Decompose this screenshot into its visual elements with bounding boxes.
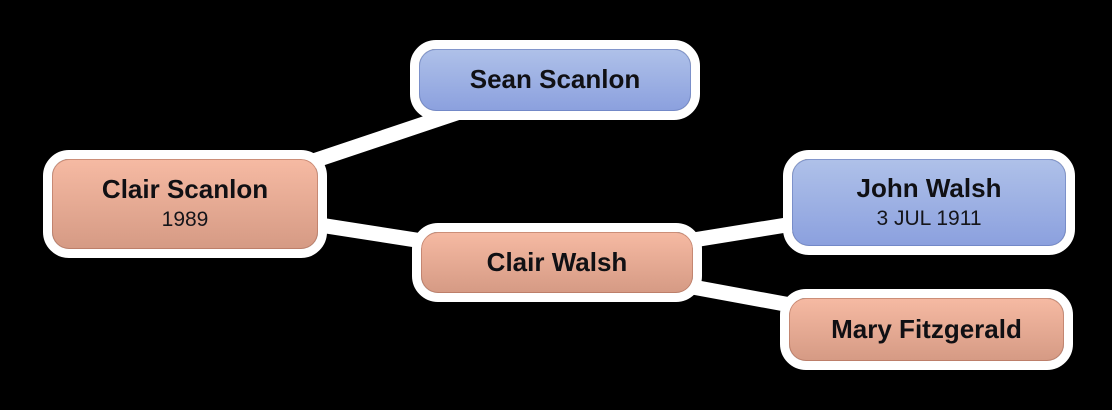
person-name: Clair Walsh: [486, 246, 628, 277]
person-date: 3 JUL 1911: [876, 206, 982, 230]
person-node-mary-fitzgerald[interactable]: Mary Fitzgerald: [780, 289, 1073, 370]
person-node-clair-walsh[interactable]: Clair Walsh: [412, 223, 702, 302]
person-date: 1989: [161, 208, 209, 232]
person-name: Mary Fitzgerald: [831, 313, 1022, 344]
person-name: Clair Scanlon: [101, 174, 269, 205]
person-node-clair-scanlon[interactable]: Clair Scanlon 1989: [43, 150, 327, 258]
person-name: Sean Scanlon: [469, 64, 641, 95]
person-node-sean-scanlon[interactable]: Sean Scanlon: [410, 40, 700, 120]
person-node-john-walsh[interactable]: John Walsh 3 JUL 1911: [783, 150, 1075, 255]
person-name: John Walsh: [856, 172, 1002, 203]
